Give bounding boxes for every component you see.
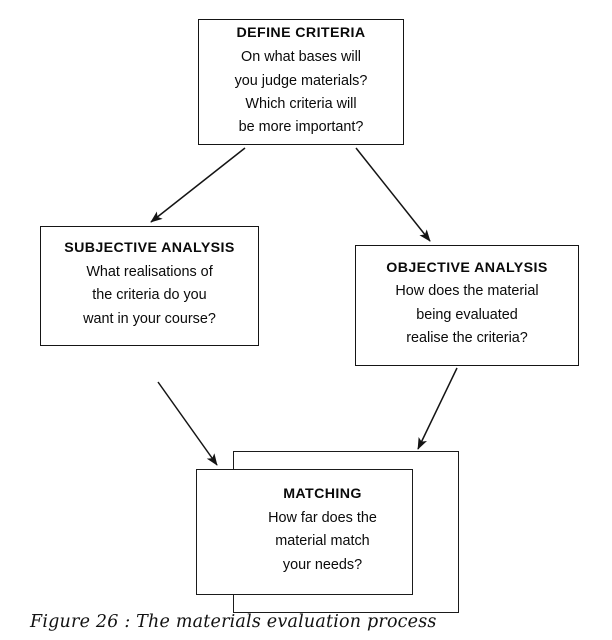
node-matching[interactable]: MATCHING How far does the material match… <box>196 469 413 595</box>
node-subjective-analysis-line-1: What realisations of <box>86 263 213 280</box>
node-define-criteria-title: DEFINE CRITERIA <box>236 25 366 42</box>
node-matching-line-2: material match <box>275 533 370 550</box>
node-subjective-analysis-line-3: want in your course? <box>83 310 216 327</box>
node-define-criteria-line-3: Which criteria will <box>245 95 357 112</box>
node-define-criteria-line-2: you judge materials? <box>234 72 368 89</box>
node-subjective-analysis[interactable]: SUBJECTIVE ANALYSIS What realisations of… <box>40 226 259 346</box>
node-subjective-analysis-title: SUBJECTIVE ANALYSIS <box>64 240 235 257</box>
node-define-criteria-line-4: be more important? <box>238 119 364 136</box>
node-matching-line-3: your needs? <box>282 556 363 573</box>
node-matching-title: MATCHING <box>283 486 362 503</box>
node-objective-analysis-title: OBJECTIVE ANALYSIS <box>386 259 548 276</box>
node-objective-analysis-line-1: How does the material <box>395 283 539 300</box>
node-define-criteria[interactable]: DEFINE CRITERIA On what bases will you j… <box>198 19 404 145</box>
node-matching-line-1: How far does the <box>268 509 377 526</box>
node-define-criteria-line-1: On what bases will <box>241 49 361 66</box>
node-objective-analysis-line-3: realise the criteria? <box>406 330 528 347</box>
node-matching-text-group: MATCHING How far does the material match… <box>268 487 377 577</box>
edge-define-to-objective <box>355 147 431 242</box>
figure-caption: Figure 26 : The materials evaluation pro… <box>30 612 437 632</box>
node-objective-analysis-line-2: being evaluated <box>416 306 518 323</box>
edge-subjective-to-matching <box>157 381 218 466</box>
node-objective-analysis[interactable]: OBJECTIVE ANALYSIS How does the material… <box>355 245 579 366</box>
edge-objective-to-matching <box>417 367 458 450</box>
edge-define-to-subjective <box>150 147 246 223</box>
node-subjective-analysis-line-2: the criteria do you <box>92 287 207 304</box>
